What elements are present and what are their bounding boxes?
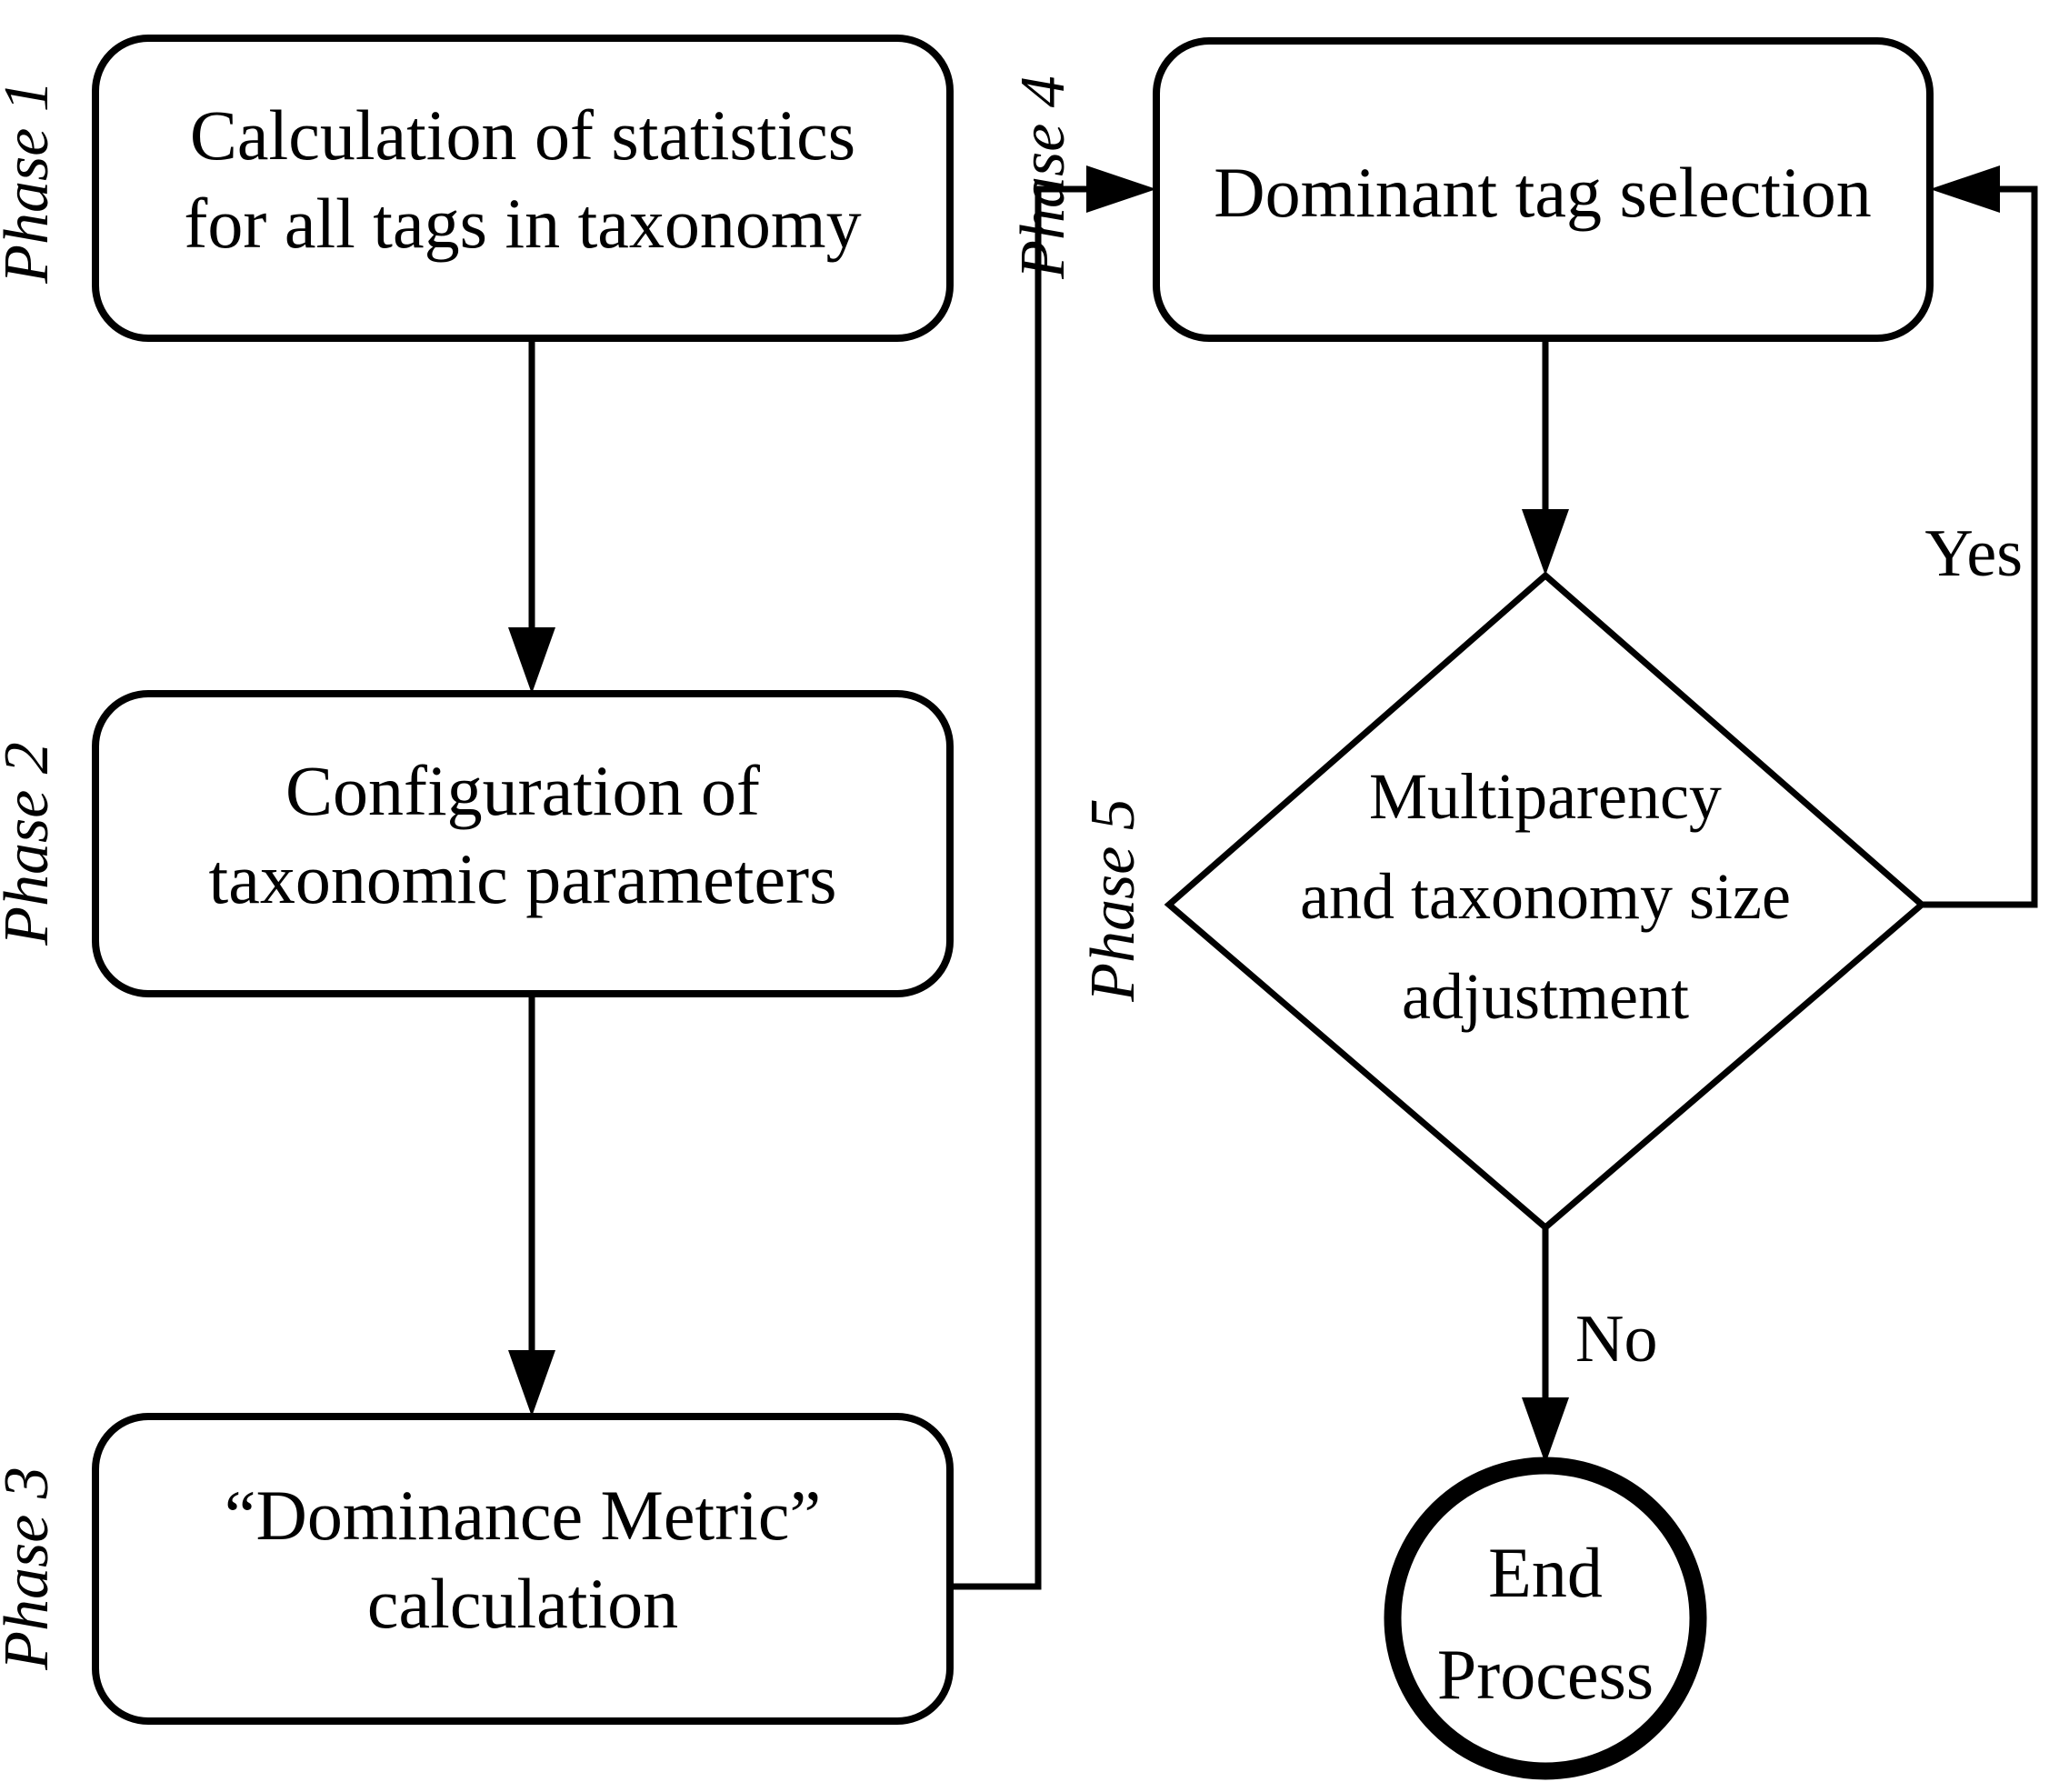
node-multiparency-decision [1164, 571, 1927, 1232]
node-dominance-metric-line1: “Dominance Metric” [225, 1476, 821, 1555]
phase-label-4: Phase 4 [1008, 75, 1078, 280]
edge-label-no: No [1575, 1302, 1657, 1377]
node-configuration-parameters-line1: Configuration of [285, 751, 760, 830]
node-dominant-tag-selection-line1: Dominant tag selection [1214, 153, 1871, 232]
node-configuration-parameters [92, 690, 954, 997]
phase-label-3: Phase 3 [0, 1467, 62, 1671]
arrowhead-down-into-end [1522, 1397, 1569, 1464]
node-calculation-statistics-line1: Calculation of statistics [190, 95, 855, 175]
node-dominant-tag-selection [1153, 37, 1934, 342]
arrowhead-left-into-dominant-tag [1930, 165, 2000, 213]
node-calculation-statistics [92, 35, 954, 342]
node-multiparency-line1: Multiparency [1369, 760, 1722, 833]
node-dominance-metric [92, 1413, 954, 1725]
phase-label-1: Phase 1 [0, 80, 62, 285]
arrowhead-down-into-decision [1522, 509, 1569, 576]
phase-label-5: Phase 5 [1078, 798, 1148, 1003]
arrowhead-right-into-dominant-tag [1086, 165, 1156, 213]
node-end-process-line1: End [1488, 1533, 1603, 1612]
node-end-process [1384, 1457, 1707, 1780]
phase-label-2: Phase 2 [0, 742, 62, 946]
node-multiparency-line2: and taxonomy size [1300, 860, 1791, 933]
node-calculation-statistics-line2: for all tags in taxonomy [184, 184, 861, 263]
arrowhead-down-into-dominance [508, 1350, 555, 1417]
node-end-process-line2: Process [1437, 1635, 1654, 1714]
edge-label-yes: Yes [1924, 516, 2023, 591]
edge-decision-yes-loop [1922, 185, 2038, 908]
node-configuration-parameters-line2: taxonomic parameters [209, 839, 837, 918]
arrowhead-down-into-configuration [508, 627, 555, 694]
node-dominance-metric-line2: calculation [367, 1564, 678, 1643]
node-multiparency-line3: adjustment [1402, 960, 1689, 1033]
edge-dominance-to-dominant-tag [950, 185, 1091, 1590]
